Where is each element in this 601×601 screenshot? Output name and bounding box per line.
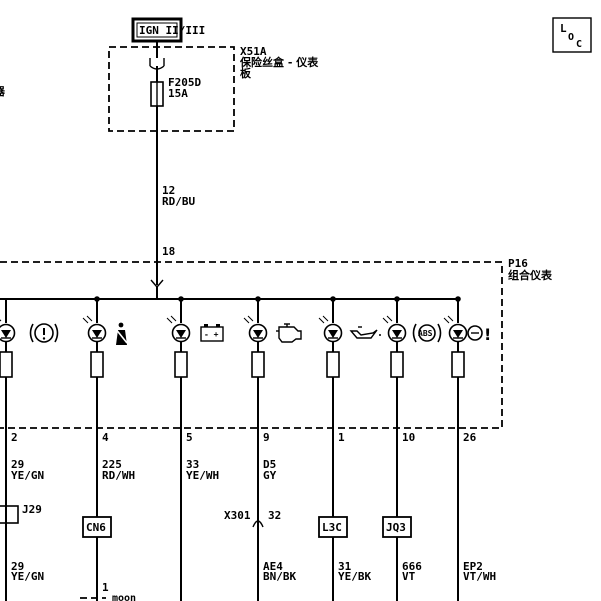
tpms-symbol: ! (484, 325, 491, 344)
cluster-outline (0, 261, 503, 429)
resistor (390, 351, 404, 378)
feed-wire-circuit: 12 (162, 184, 175, 197)
engine-check-icon (276, 323, 302, 343)
wire-circuit-after: AE4 (263, 560, 283, 573)
indicator-column (318, 296, 381, 601)
pin-number: 5 (186, 431, 193, 444)
cluster-name: 组合仪表 (508, 268, 553, 282)
abs-icon (412, 323, 442, 343)
connector-pin: 32 (268, 509, 281, 522)
wire-circuit: 33 (186, 458, 199, 471)
splice-box (382, 516, 412, 538)
loc-badge-main: L (560, 22, 567, 35)
led-icon (243, 315, 268, 343)
wire-color: YE/WH (186, 469, 219, 482)
loc-badge[interactable]: L O C (552, 17, 592, 53)
splice-label: L3C (322, 521, 342, 534)
led-icon (82, 315, 107, 343)
wire-color-after: YE/BK (338, 570, 371, 583)
indicator-column (80, 296, 128, 601)
led-icon (382, 315, 407, 343)
wire-extra-label: moon (112, 593, 136, 601)
connector-label: X301 (224, 509, 251, 522)
loc-badge-sub1: O (568, 32, 574, 43)
led-icon (318, 315, 343, 343)
connector-j29 (0, 505, 19, 524)
wire-circuit: 225 (102, 458, 122, 471)
pin-number: 9 (263, 431, 270, 444)
wire-color: RD/WH (102, 469, 135, 482)
fuse: F205D 15A (150, 76, 201, 107)
splice-label: CN6 (86, 521, 106, 534)
splice-box (318, 516, 348, 538)
pin-number: 26 (463, 431, 477, 444)
wire-color: YE/GN (11, 469, 44, 482)
pin-number: 10 (402, 431, 415, 444)
pin-number: 4 (102, 431, 109, 444)
fuse-id: F205D (168, 76, 201, 89)
loc-badge-sub2: C (576, 39, 582, 50)
wire-circuit: D5 (263, 458, 276, 471)
indicator-column (443, 296, 483, 601)
indicator-column (382, 296, 442, 601)
indicator-column (0, 299, 59, 601)
battery-symbol: - + (204, 330, 219, 339)
wire-color-after: VT/WH (463, 570, 496, 583)
fuse-box-name-line1: 保险丝盒 - 仪表 (239, 55, 319, 69)
left-edge-fragment: 器 (0, 85, 6, 98)
connector-label: J29 (22, 503, 42, 516)
resistor (251, 351, 265, 378)
wire-circuit-after: 31 (338, 560, 352, 573)
led-icon (0, 319, 16, 343)
battery-icon (200, 324, 224, 342)
fuse-rating: 15A (168, 87, 188, 100)
cluster-pin: 18 (162, 245, 175, 258)
pin-number: 2 (11, 431, 18, 444)
wire-color-after: VT (402, 570, 416, 583)
wire-color-after: BN/BK (263, 570, 296, 583)
wire-circuit-after: EP2 (463, 560, 483, 573)
wire-circuit: 29 (11, 458, 24, 471)
resistor (451, 351, 465, 378)
power-source-label: IGN II/III (139, 24, 205, 37)
resistor (174, 351, 188, 378)
seatbelt-person-icon (114, 322, 128, 345)
indicator-column (166, 296, 224, 601)
indicator-column (243, 296, 302, 601)
resistor (0, 351, 13, 378)
tpms-warning-icon (467, 325, 483, 341)
feed-wire-color: RD/BU (162, 195, 195, 208)
wire-circuit-after: 1 (102, 581, 109, 594)
wire-circuit-after: 29 (11, 560, 24, 573)
wire-color-after: YE/GN (11, 570, 44, 583)
resistor (326, 351, 340, 378)
wire-color: GY (263, 469, 277, 482)
cluster-id: P16 (508, 257, 528, 270)
splice-box (82, 516, 112, 538)
fuse-box-name-line2: 板 (240, 66, 252, 80)
led-icon (443, 315, 468, 343)
abs-label: ABS (418, 329, 433, 338)
led-icon (166, 315, 191, 343)
seatbelt-warning-icon (29, 323, 59, 343)
splice-label: JQ3 (386, 521, 406, 534)
wire-circuit-after: 666 (402, 560, 422, 573)
inline-connector-icon (252, 520, 264, 528)
power-source: IGN II/III (131, 17, 205, 43)
oil-pressure-icon (349, 326, 381, 339)
fuse-box: X51A 保险丝盒 - 仪表 板 (108, 45, 319, 132)
fuse-box-id: X51A (240, 45, 267, 58)
resistor (90, 351, 104, 378)
pin-number: 1 (338, 431, 345, 444)
